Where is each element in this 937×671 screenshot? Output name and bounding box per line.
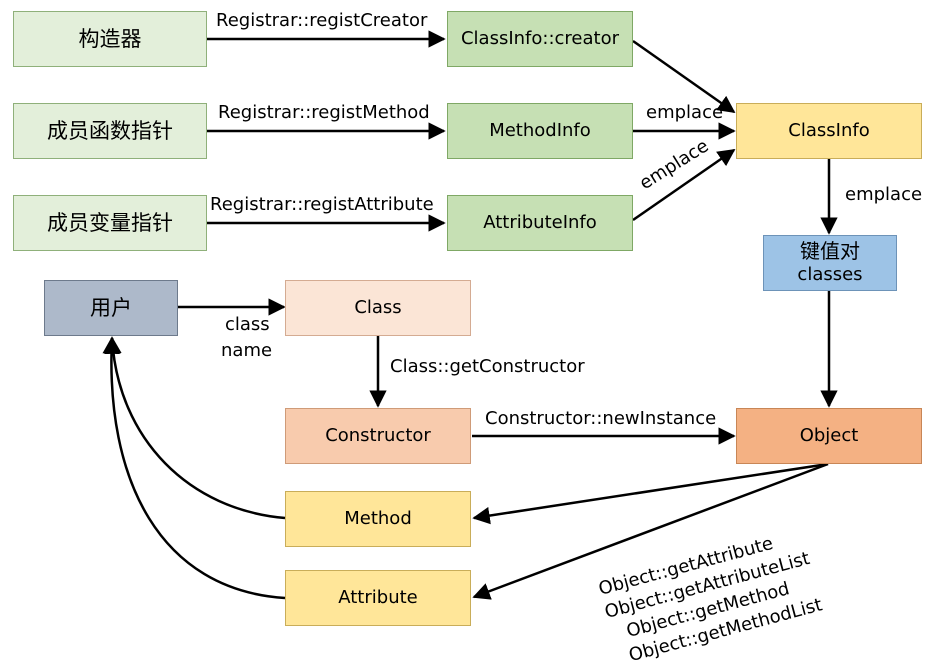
member-function-pointer-label: 成员函数指针 — [47, 118, 173, 143]
arrow-method-to-user — [104, 336, 286, 520]
constructor-label: Constructor — [325, 424, 431, 446]
edge-label-get-constructor: Class::getConstructor — [390, 356, 585, 377]
arrow-object-to-attribute — [472, 462, 829, 600]
arrow-attribute-to-user — [102, 336, 286, 600]
attributeinfo-label: AttributeInfo — [483, 211, 597, 233]
arrow-object-to-method — [472, 462, 829, 525]
constructor-node: Constructor — [285, 408, 471, 464]
methodinfo-label: MethodInfo — [489, 119, 591, 141]
edge-label-emplace-classes: emplace — [845, 184, 923, 205]
edge-label-class-name-1: class — [225, 314, 270, 335]
method-node: Method — [285, 491, 471, 547]
object-node: Object — [736, 408, 922, 464]
edge-label-regist-creator: Registrar::registCreator — [216, 10, 428, 31]
classinfo-node: ClassInfo — [736, 103, 922, 159]
attribute-label: Attribute — [338, 586, 418, 608]
classinfo-creator-label: ClassInfo::creator — [460, 27, 620, 49]
member-variable-pointer-node: 成员变量指针 — [13, 195, 207, 251]
attributeinfo-node: AttributeInfo — [447, 195, 633, 251]
edge-label-regist-attribute: Registrar::registAttribute — [210, 194, 434, 215]
class-node: Class — [285, 280, 471, 336]
method-label: Method — [344, 507, 412, 529]
user-label: 用户 — [90, 295, 132, 320]
classes-label: classes — [797, 264, 863, 286]
object-label: Object — [799, 424, 859, 446]
edge-label-emplace-method: emplace — [646, 102, 724, 123]
edge-label-new-instance: Constructor::newInstance — [485, 408, 717, 429]
attribute-node: Attribute — [285, 570, 471, 626]
arrow-creator-to-classinfo — [632, 39, 736, 114]
key-value-classes-node: 键值对 classes — [763, 235, 897, 291]
class-label: Class — [354, 296, 402, 318]
constructor-source-label: 构造器 — [78, 26, 142, 51]
arrow-attributeinfo-to-classinfo — [632, 148, 736, 222]
edge-label-class-name-2: name — [221, 340, 273, 361]
edge-label-regist-method: Registrar::registMethod — [218, 102, 430, 123]
member-function-pointer-node: 成员函数指针 — [13, 103, 207, 159]
key-value-label: 键值对 — [800, 239, 860, 264]
classinfo-label: ClassInfo — [788, 119, 870, 141]
constructor-source-node: 构造器 — [13, 11, 207, 67]
user-node: 用户 — [44, 280, 178, 336]
methodinfo-node: MethodInfo — [447, 103, 633, 159]
classinfo-creator-node: ClassInfo::creator — [447, 11, 633, 67]
member-variable-pointer-label: 成员变量指针 — [47, 210, 173, 235]
